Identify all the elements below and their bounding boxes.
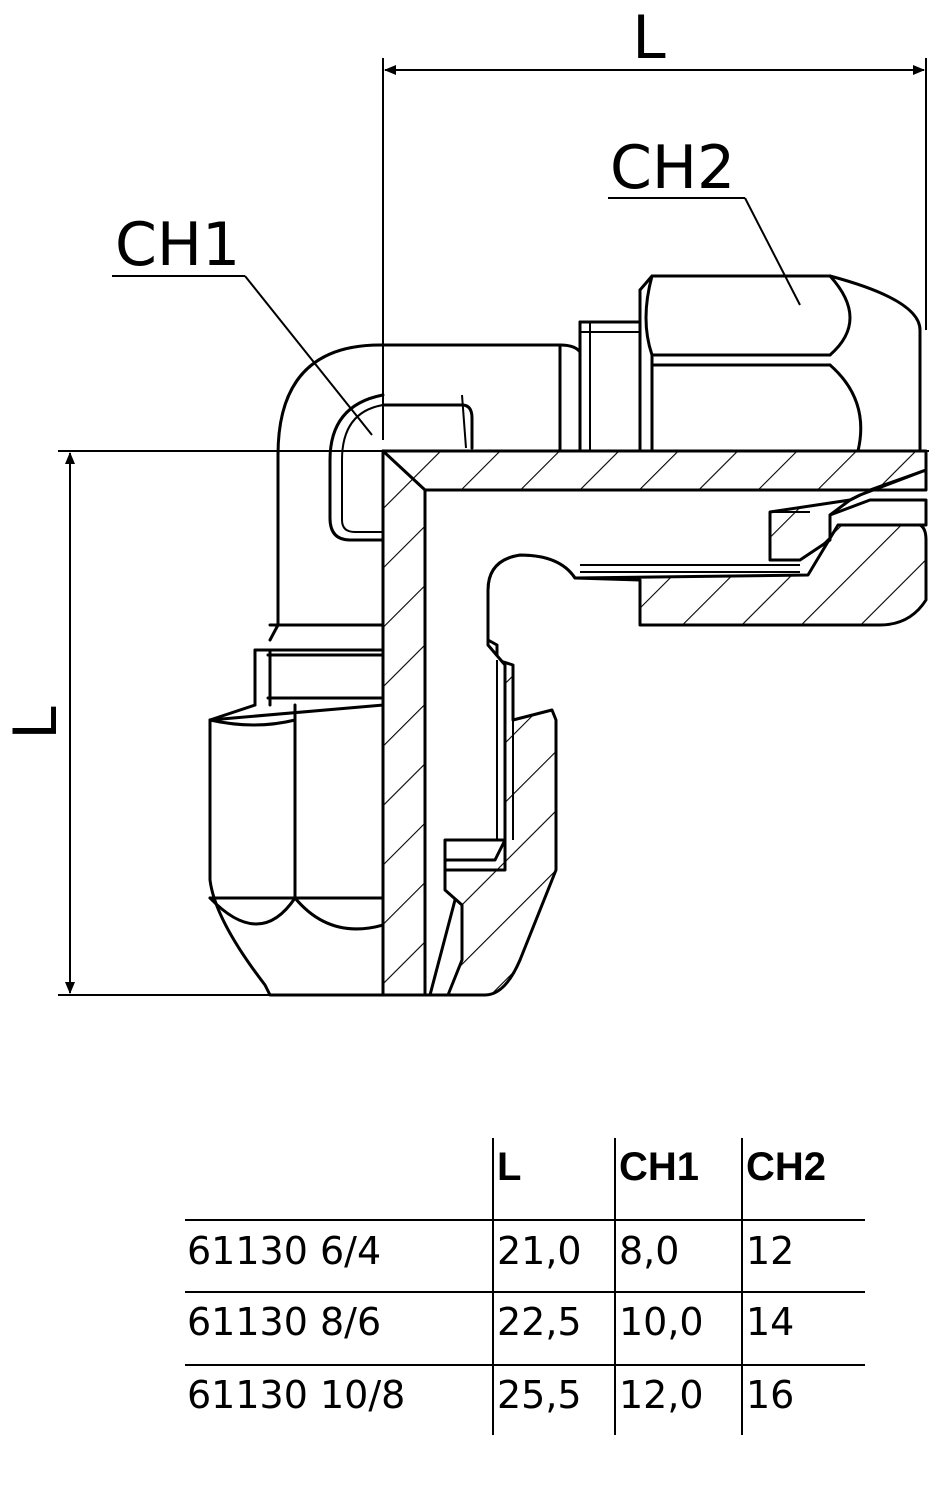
callout-ch1-label: CH1 bbox=[115, 210, 240, 280]
nut-ch1 bbox=[208, 623, 385, 997]
table-cell-ch1: 8,0 bbox=[619, 1229, 679, 1273]
table-cell-ch1: 10,0 bbox=[619, 1300, 704, 1344]
table-cell-ch2: 16 bbox=[746, 1373, 794, 1417]
table-cell-l: 21,0 bbox=[497, 1229, 582, 1273]
dimension-top: L bbox=[382, 3, 927, 440]
dimension-top-label: L bbox=[632, 3, 666, 73]
table-cell-ch2: 12 bbox=[746, 1229, 794, 1273]
table-cell-code: 61130 8/6 bbox=[187, 1300, 381, 1344]
section-view bbox=[381, 449, 928, 997]
callout-ch1: CH1 bbox=[112, 210, 373, 436]
table-cell-l: 25,5 bbox=[497, 1373, 582, 1417]
callout-ch2: CH2 bbox=[608, 133, 801, 306]
dimension-table: L CH1 CH2 61130 6/4 21,0 8,0 12 61130 8/… bbox=[185, 1138, 865, 1435]
table-cell-code: 61130 6/4 bbox=[187, 1229, 381, 1273]
table-header-l: L bbox=[497, 1145, 521, 1189]
nut-ch2 bbox=[638, 274, 922, 453]
table-cell-ch1: 12,0 bbox=[619, 1373, 704, 1417]
table-cell-l: 22,5 bbox=[497, 1300, 582, 1344]
callout-ch2-label: CH2 bbox=[610, 133, 735, 203]
table-cell-code: 61130 10/8 bbox=[187, 1373, 405, 1417]
elbow-body bbox=[268, 320, 642, 642]
table-header-ch1: CH1 bbox=[619, 1145, 699, 1189]
dimension-left-label: L bbox=[1, 706, 71, 740]
table-cell-ch2: 14 bbox=[746, 1300, 794, 1344]
table-header-ch2: CH2 bbox=[746, 1145, 826, 1189]
